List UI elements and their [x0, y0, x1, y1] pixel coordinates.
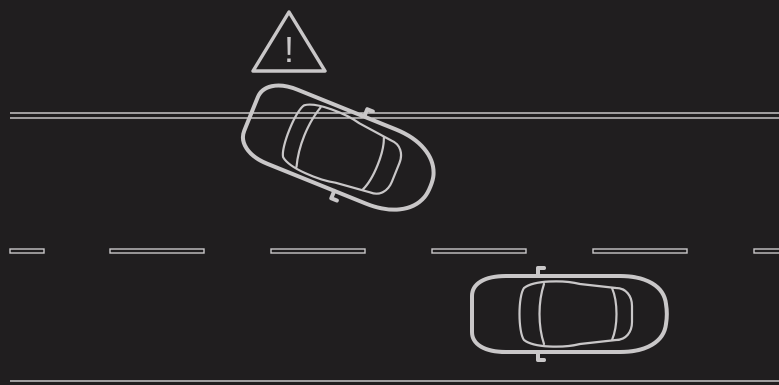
- warning-triangle-outline: [251, 10, 327, 73]
- lane-dash: [109, 248, 205, 254]
- car-windshield-line: [610, 286, 618, 342]
- car-cabin-outline: [518, 280, 634, 348]
- car-mirror-top: [536, 266, 546, 278]
- car-windshield-line: [361, 136, 385, 191]
- car-body-outline: [470, 274, 669, 354]
- road: [9, 112, 779, 382]
- car-cabin-outline: [281, 103, 403, 195]
- car-body-outline: [241, 83, 436, 212]
- car-mirror-bottom: [329, 188, 339, 203]
- car-icon: [470, 266, 669, 362]
- lane-dash: [9, 248, 45, 254]
- warning-symbol: !: [284, 29, 294, 70]
- car-rear-window-line: [295, 106, 322, 169]
- lane-divider-dashed: [9, 248, 779, 254]
- lane-dash: [270, 248, 366, 254]
- warning-triangle-icon: !: [251, 10, 327, 73]
- lane-dash: [753, 248, 779, 254]
- car-mirror-top: [362, 107, 375, 119]
- car-icon: [241, 83, 436, 212]
- lane-dash: [592, 248, 688, 254]
- car-mirror-bottom: [536, 350, 546, 362]
- car-rear-window-line: [538, 282, 546, 346]
- lane-dash: [431, 248, 527, 254]
